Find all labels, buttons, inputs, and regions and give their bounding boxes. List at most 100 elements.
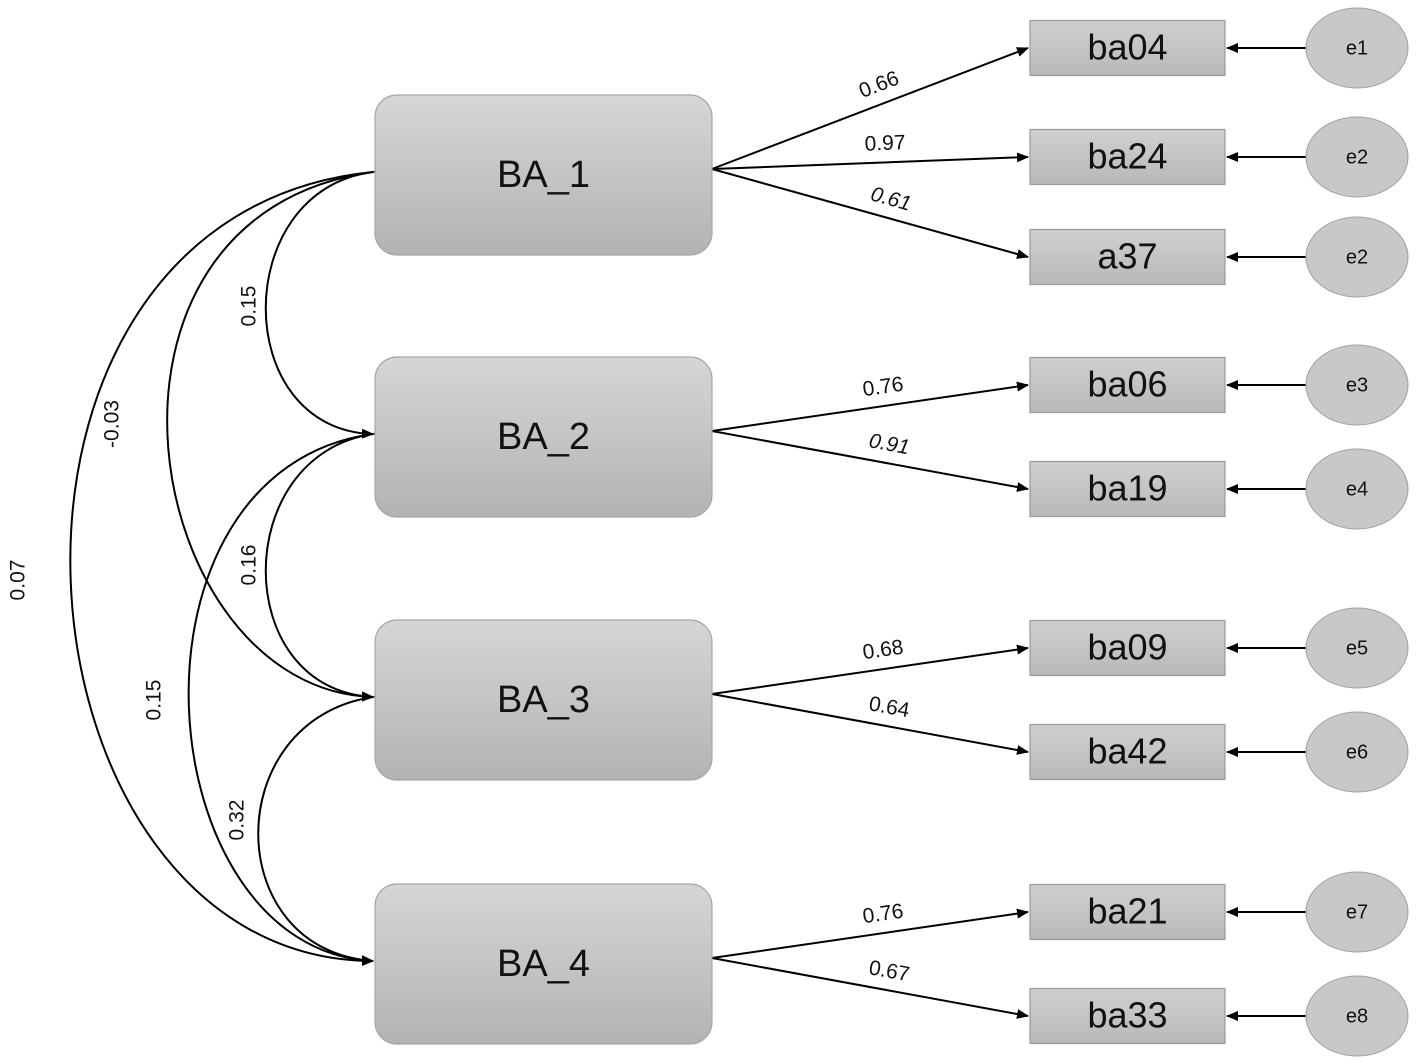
latent-factor-ba_4[interactable]: BA_4 xyxy=(374,883,713,1045)
indicator-box xyxy=(1029,987,1226,1045)
error-ellipse xyxy=(1305,871,1409,953)
error-label: e8 xyxy=(1346,1005,1368,1027)
error-ellipse xyxy=(1305,116,1409,198)
indicator-box xyxy=(1029,723,1226,781)
indicator-ba21[interactable]: ba21 xyxy=(1029,883,1226,941)
error-ellipse xyxy=(1305,711,1409,793)
correlation-arc-ba_3-ba_4 xyxy=(257,690,385,966)
error-ellipse xyxy=(1305,448,1409,530)
indicator-ba19[interactable]: ba19 xyxy=(1029,460,1226,518)
indicator-label: ba21 xyxy=(1087,891,1167,932)
error-term-e7[interactable]: e7 xyxy=(1305,871,1409,953)
indicator-label: ba24 xyxy=(1087,136,1167,177)
latent-factor-ba_3[interactable]: BA_3 xyxy=(374,619,713,781)
indicator-box xyxy=(1029,19,1226,77)
correlation-value-label: 0.16 xyxy=(238,545,261,586)
indicator-box xyxy=(1029,356,1226,414)
indicator-box xyxy=(1029,619,1226,677)
correlation-value-label: 0.07 xyxy=(7,560,30,601)
loading-value-label: 0.76 xyxy=(861,900,905,929)
error-term-e8[interactable]: e8 xyxy=(1305,975,1409,1057)
indicator-ba04[interactable]: ba04 xyxy=(1029,19,1226,77)
correlation-value-label: 0.15 xyxy=(238,286,261,327)
error-term-e2[interactable]: e2 xyxy=(1305,216,1409,298)
error-label: e2 xyxy=(1346,146,1368,168)
indicator-label: ba04 xyxy=(1087,27,1167,68)
error-ellipse xyxy=(1305,216,1409,298)
loading-value-label: 0.67 xyxy=(867,956,911,986)
loading-value-label: 0.68 xyxy=(861,636,905,665)
error-ellipse xyxy=(1305,7,1409,89)
correlation-value-label: -0.03 xyxy=(101,400,124,448)
error-term-e1[interactable]: e1 xyxy=(1305,7,1409,89)
error-label: e2 xyxy=(1346,246,1368,268)
latent-factor-box xyxy=(374,619,713,781)
indicator-label: ba19 xyxy=(1087,468,1167,509)
loading-layer: 0.66 0.97 0.61 0.76 0.91 0.68 0.64 0.76 0.67 xyxy=(711,43,1306,1021)
indicator-ba24[interactable]: ba24 xyxy=(1029,128,1226,186)
indicator-label: a37 xyxy=(1097,236,1157,277)
latent-factor-label: BA_4 xyxy=(497,943,590,985)
indicator-label: ba06 xyxy=(1087,364,1167,405)
error-term-e4[interactable]: e4 xyxy=(1305,448,1409,530)
loading-arrow-ba04 xyxy=(711,47,1029,170)
node-layer: BA_1BA_2BA_3BA_4 ba04 e1 ba24 e2 a37 e2 ba06 e3 b… xyxy=(374,7,1409,1057)
indicator-box xyxy=(1029,883,1226,941)
indicator-label: ba42 xyxy=(1087,731,1167,772)
error-ellipse xyxy=(1305,344,1409,426)
loading-arrow-ba21 xyxy=(711,908,1029,959)
indicator-label: ba33 xyxy=(1087,995,1167,1036)
correlation-arc-ba_1-ba_2 xyxy=(264,165,385,439)
error-ellipse xyxy=(1305,975,1409,1057)
correlation-arc-ba_2-ba_4 xyxy=(187,427,385,966)
error-ellipse xyxy=(1305,607,1409,689)
indicator-label: ba09 xyxy=(1087,627,1167,668)
latent-factor-label: BA_2 xyxy=(497,416,590,458)
error-term-e3[interactable]: e3 xyxy=(1305,344,1409,426)
error-label: e4 xyxy=(1346,478,1368,500)
loading-arrow-ba24 xyxy=(711,152,1029,170)
indicator-a37[interactable]: a37 xyxy=(1029,228,1226,286)
indicator-ba09[interactable]: ba09 xyxy=(1029,619,1226,677)
loading-arrow-ba06 xyxy=(711,381,1029,432)
loading-arrow-ba09 xyxy=(711,644,1029,695)
error-term-e6[interactable]: e6 xyxy=(1305,711,1409,793)
error-term-e5[interactable]: e5 xyxy=(1305,607,1409,689)
latent-factor-box xyxy=(374,883,713,1045)
loading-arrow-ba33 xyxy=(711,957,1029,1019)
indicator-box xyxy=(1029,460,1226,518)
loading-value-label: 0.97 xyxy=(864,131,906,156)
correlation-layer: 0.15 0.16 0.32 -0.03 0.15 0.07 xyxy=(7,165,385,966)
indicator-ba42[interactable]: ba42 xyxy=(1029,723,1226,781)
latent-factor-label: BA_3 xyxy=(497,679,590,721)
correlation-arc-ba_2-ba_3 xyxy=(264,427,385,702)
error-label: e7 xyxy=(1346,901,1368,923)
latent-factor-box xyxy=(374,94,713,256)
error-label: e1 xyxy=(1346,37,1368,59)
loading-value-label: 0.91 xyxy=(867,429,911,459)
loading-arrow-ba19 xyxy=(711,430,1029,492)
latent-factor-box xyxy=(374,356,713,518)
correlation-arc-ba_1-ba_3 xyxy=(166,165,385,702)
indicator-box xyxy=(1029,128,1226,186)
indicator-ba33[interactable]: ba33 xyxy=(1029,987,1226,1045)
error-term-e2[interactable]: e2 xyxy=(1305,116,1409,198)
correlation-value-label: 0.15 xyxy=(143,680,166,721)
loading-arrow-a37 xyxy=(711,168,1029,259)
indicator-box xyxy=(1029,228,1226,286)
latent-factor-label: BA_1 xyxy=(497,154,590,196)
loading-value-label: 0.64 xyxy=(867,692,912,722)
loading-value-label: 0.66 xyxy=(856,67,902,103)
indicator-ba06[interactable]: ba06 xyxy=(1029,356,1226,414)
loading-value-label: 0.76 xyxy=(861,373,905,402)
loading-value-label: 0.61 xyxy=(868,183,914,216)
error-label: e3 xyxy=(1346,374,1368,396)
error-label: e5 xyxy=(1346,637,1368,659)
correlation-arc-ba_1-ba_4 xyxy=(69,165,385,966)
correlation-value-label: 0.32 xyxy=(226,800,249,841)
loading-arrow-ba42 xyxy=(711,693,1029,755)
latent-factor-ba_1[interactable]: BA_1 xyxy=(374,94,713,256)
error-label: e6 xyxy=(1346,741,1368,763)
latent-factor-ba_2[interactable]: BA_2 xyxy=(374,356,713,518)
